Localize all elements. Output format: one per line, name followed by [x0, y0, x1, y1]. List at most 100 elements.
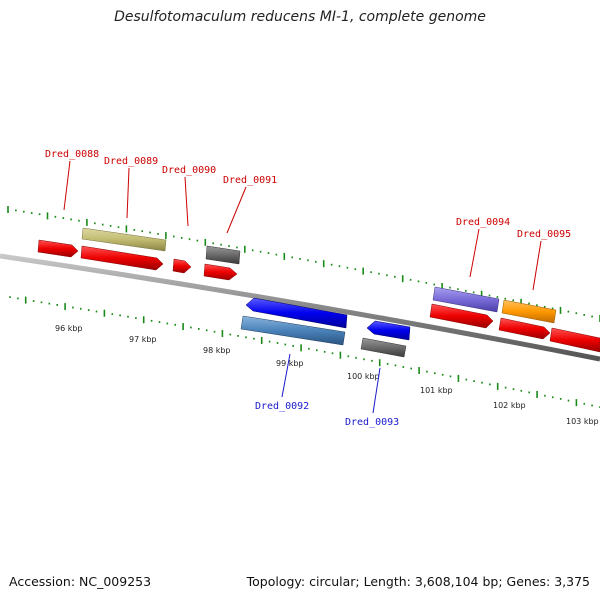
minor-tick: [17, 297, 19, 300]
minor-tick: [512, 299, 514, 302]
scale-label-102: 102 kbp: [493, 401, 526, 410]
minor-tick: [567, 399, 570, 402]
minor-tick: [212, 242, 214, 245]
minor-tick: [30, 212, 33, 214]
major-tick: [182, 323, 184, 331]
major-tick: [221, 330, 224, 337]
gene-label-dred-0092[interactable]: Dred_0092: [255, 401, 309, 412]
minor-tick: [425, 282, 428, 284]
minor-tick: [72, 306, 74, 309]
gene-label-dred-0090[interactable]: Dred_0090: [162, 165, 216, 176]
minor-tick: [133, 229, 136, 231]
minor-tick: [504, 297, 507, 300]
gene-arrow[interactable]: [203, 263, 238, 281]
gene-arrow[interactable]: [498, 317, 551, 340]
minor-tick: [48, 302, 51, 305]
gene-arrow[interactable]: [429, 303, 494, 329]
minor-tick: [229, 333, 232, 336]
gene-label-dred-0094[interactable]: Dred_0094: [456, 217, 510, 228]
minor-tick: [213, 330, 216, 333]
map-title: Desulfotomaculum reducens MI-1, complete…: [114, 9, 486, 25]
major-tick: [401, 275, 404, 283]
gene-label-dred-0093[interactable]: Dred_0093: [345, 417, 399, 428]
gene-feature[interactable]: [81, 227, 167, 252]
gene-arrow[interactable]: [366, 320, 411, 341]
minor-tick: [465, 378, 468, 381]
minor-tick: [70, 218, 72, 221]
gene-arrow[interactable]: [172, 258, 192, 274]
minor-tick: [158, 321, 161, 323]
minor-tick: [109, 225, 112, 227]
minor-tick: [355, 356, 357, 359]
major-tick: [125, 225, 128, 233]
minor-tick: [457, 288, 459, 291]
minor-tick: [449, 375, 452, 378]
minor-tick: [567, 310, 570, 313]
minor-tick: [180, 237, 183, 239]
major-tick: [559, 306, 562, 314]
minor-tick: [378, 272, 380, 275]
gene-label-dred-0089[interactable]: Dred_0089: [104, 156, 158, 167]
minor-tick: [536, 304, 538, 307]
major-tick: [24, 296, 27, 304]
minor-tick: [347, 355, 350, 358]
minor-tick: [528, 302, 530, 305]
minor-tick: [544, 394, 546, 397]
major-tick: [7, 206, 9, 213]
minor-tick: [363, 358, 365, 361]
minor-tick: [40, 301, 43, 304]
scale-label-96: 96 kbp: [55, 324, 83, 333]
minor-tick: [481, 381, 483, 384]
gene-arrow[interactable]: [80, 245, 164, 271]
minor-tick: [292, 345, 294, 347]
gene-label-dred-0088[interactable]: Dred_0088: [45, 149, 99, 160]
minor-tick: [245, 336, 247, 339]
gene-feature[interactable]: [432, 286, 500, 313]
minor-tick: [559, 398, 562, 400]
minor-tick: [307, 259, 309, 262]
minor-tick: [504, 386, 507, 389]
scale-label-98: 98 kbp: [203, 346, 231, 355]
gene-feature[interactable]: [240, 315, 346, 346]
gene-arrow[interactable]: [245, 297, 348, 329]
minor-tick: [434, 372, 436, 375]
major-tick: [64, 303, 66, 311]
gene-feature[interactable]: [205, 245, 241, 265]
minor-tick: [127, 315, 129, 318]
gene-label-dred-0091[interactable]: Dred_0091: [223, 175, 277, 186]
minor-tick: [149, 231, 151, 234]
major-tick: [575, 399, 578, 407]
scale-label-97: 97 kbp: [129, 335, 157, 344]
minor-tick: [117, 226, 120, 229]
major-tick: [260, 337, 263, 344]
minor-tick: [253, 337, 255, 340]
accession-text: Accession: NC_009253: [9, 574, 152, 589]
minor-tick: [87, 309, 90, 311]
minor-tick: [198, 328, 200, 330]
major-tick: [520, 298, 522, 306]
minor-tick: [94, 222, 96, 225]
gene-feature[interactable]: [501, 299, 557, 324]
minor-tick: [268, 340, 271, 343]
minor-tick: [38, 213, 41, 216]
label-leaders: [63, 160, 542, 414]
gene-arrow[interactable]: [37, 239, 79, 258]
minor-tick: [23, 210, 25, 213]
gene-feature[interactable]: [360, 337, 407, 358]
minor-tick: [386, 274, 388, 277]
gene-label-dred-0095[interactable]: Dred_0095: [517, 229, 571, 240]
minor-tick: [552, 396, 554, 399]
gene-arrow[interactable]: [549, 327, 600, 353]
minor-tick: [251, 249, 254, 252]
minor-tick: [354, 268, 357, 271]
forward-strand-genes: [37, 227, 600, 353]
minor-tick: [410, 367, 412, 370]
major-tick: [480, 290, 483, 298]
minor-tick: [371, 359, 373, 362]
minor-tick: [308, 347, 310, 350]
minor-tick: [95, 310, 98, 313]
major-tick: [496, 382, 499, 390]
minor-tick: [205, 329, 208, 332]
major-tick: [457, 374, 460, 382]
